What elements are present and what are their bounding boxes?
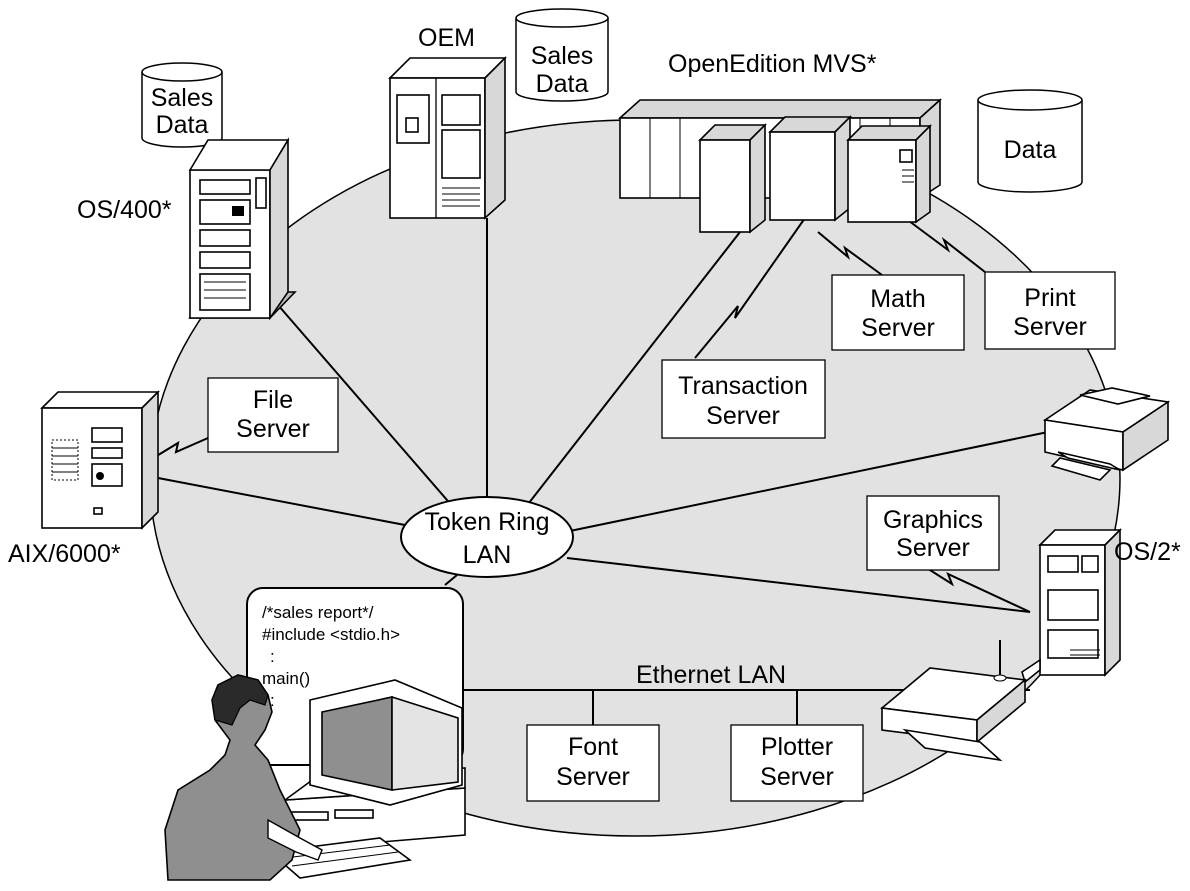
link-os2 xyxy=(566,557,1031,613)
oem-label: OEM xyxy=(418,24,475,52)
link-aix xyxy=(157,477,406,526)
server-label-line1: Graphics xyxy=(883,506,983,534)
db-label-line2: Data xyxy=(156,111,209,139)
os400-label: OS/400* xyxy=(77,196,172,224)
server-label-line2: Server xyxy=(896,534,970,562)
person-icon xyxy=(164,674,323,881)
lightning-graphics xyxy=(921,564,1031,613)
ethernet-label: Ethernet LAN xyxy=(636,661,786,689)
code-line: /*sales report*/ xyxy=(262,603,374,622)
lightning-math xyxy=(817,231,883,276)
server-label-line2: Server xyxy=(706,402,780,430)
db-label-line1: Sales xyxy=(151,84,214,112)
db-label: Data xyxy=(1004,136,1057,164)
oem-server-icon xyxy=(388,56,507,220)
mvs-mainframe-icon xyxy=(617,98,943,234)
link-printer xyxy=(564,431,1049,533)
server-label-line1: Math xyxy=(870,285,926,313)
lightning-print xyxy=(904,217,986,273)
server-label-line1: Font xyxy=(568,733,618,761)
lightning-file xyxy=(149,437,209,461)
mvs-label: OpenEdition MVS* xyxy=(668,50,877,78)
db-label-line2: Data xyxy=(536,70,589,98)
server-label-line2: Server xyxy=(236,415,310,443)
code-line: : xyxy=(270,691,275,710)
server-label-line1: Print xyxy=(1024,284,1075,312)
code-line: : xyxy=(270,647,275,666)
server-label-line2: Server xyxy=(861,314,935,342)
os2-server-icon xyxy=(1021,528,1122,684)
font-server-box: Font Server xyxy=(526,724,660,802)
server-label-line1: File xyxy=(253,386,293,414)
transaction-server-box: Transaction Server xyxy=(661,359,826,439)
server-label-line1: Transaction xyxy=(678,372,808,400)
database-sales-os400: Sales Data xyxy=(141,62,223,148)
lightning-transaction xyxy=(694,217,806,359)
file-server-box: File Server xyxy=(207,377,339,453)
os2-label: OS/2* xyxy=(1114,538,1181,566)
db-label-line1: Sales xyxy=(531,42,594,70)
server-label-line1: Plotter xyxy=(761,733,833,761)
database-data-mvs: Data xyxy=(977,89,1083,193)
printer-icon xyxy=(1042,387,1171,481)
aix-label: AIX/6000* xyxy=(8,540,121,568)
link-os400 xyxy=(277,304,461,516)
math-server-box: Math Server xyxy=(831,274,965,351)
hub-label-line2: LAN xyxy=(463,541,512,569)
code-line: #include <stdio.h> xyxy=(262,625,400,644)
aix-server-icon xyxy=(40,390,160,530)
plotter-server-box: Plotter Server xyxy=(730,724,864,802)
server-label-line2: Server xyxy=(556,763,630,791)
token-ring-hub: Token Ring LAN xyxy=(400,496,574,578)
database-sales-oem: Sales Data xyxy=(515,8,609,102)
code-line: main() xyxy=(262,669,310,688)
workstation-computer-icon xyxy=(268,679,466,879)
graphics-server-box: Graphics Server xyxy=(866,495,1000,571)
plotter-icon xyxy=(880,667,1027,762)
os400-server-icon xyxy=(188,137,297,321)
hub-label-line1: Token Ring xyxy=(424,508,549,536)
server-label-line2: Server xyxy=(1013,313,1087,341)
server-label-line2: Server xyxy=(760,763,834,791)
link-mvs xyxy=(524,231,741,509)
print-server-box: Print Server xyxy=(984,271,1116,350)
